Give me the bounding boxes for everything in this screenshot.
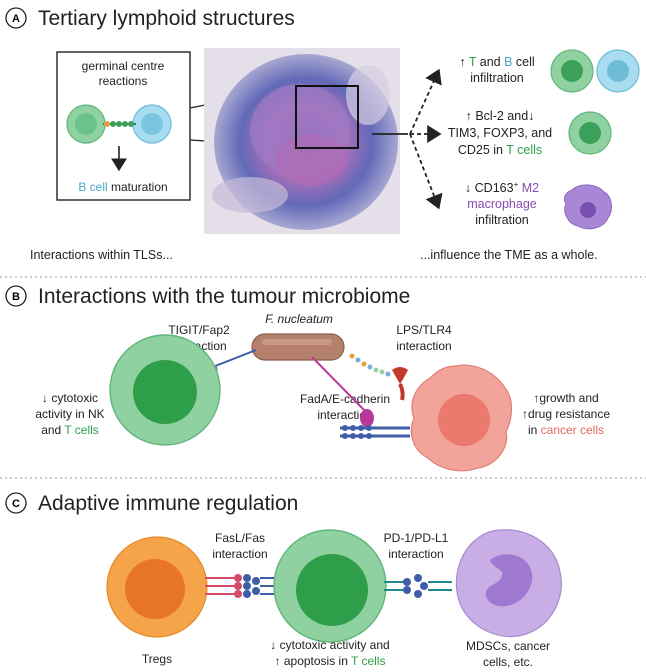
mid-effect-2: ↑ apoptosis in T cells [275, 654, 386, 668]
mdsc-nucleus-icon [485, 554, 533, 607]
panel-a-badge [5, 7, 27, 29]
panel-c-title: Adaptive immune regulation [38, 492, 298, 515]
treg-nucleus-icon [125, 559, 185, 619]
macrophage-nucleus-icon [580, 202, 596, 218]
e-cadherin-icon [340, 425, 410, 439]
effect1-line2: infiltration [470, 71, 524, 85]
effect1-line1: ↑ T and B cell [459, 55, 534, 69]
lps-chain-icon [349, 353, 391, 377]
dashed-arrow-bottom [409, 133, 443, 210]
panel-b-title: Interactions with the tumour microbiome [38, 285, 410, 308]
fasl-label-1: FasL/Fas [215, 531, 265, 545]
nk-t-cell-nucleus-icon [133, 360, 197, 424]
b-cell-nucleus-icon [141, 113, 163, 135]
panel-a: A Tertiary lymphoid structures germinal … [5, 7, 640, 262]
lps-label-2: interaction [396, 339, 451, 353]
left-effect-3: and T cells [41, 423, 99, 437]
tls-histology-image [204, 48, 400, 234]
tlr4-stem [398, 383, 405, 401]
panel-a-title: Tertiary lymphoid structures [38, 7, 295, 30]
bacterium-label: F. nucleatum [265, 312, 333, 326]
box-title-line1: germinal centre [82, 59, 165, 73]
pd1-label-1: PD-1/PD-L1 [384, 531, 449, 545]
fada-label-1: FadA/E-cadherin [300, 392, 390, 406]
b-cell-nucleus-icon-right [607, 60, 629, 82]
tlr4-receptor-icon [392, 367, 408, 384]
tigit-label-1: TIGIT/Fap2 [168, 323, 230, 337]
pdl1-ligand-icon [414, 574, 452, 598]
effect2-line1: ↑ Bcl-2 and↓ [466, 109, 535, 123]
mdsc-label-1: MDSCs, cancer [466, 639, 550, 653]
bacterium-highlight [262, 339, 332, 345]
fada-adhesin-icon [360, 409, 374, 427]
b-cell-maturation: B cell maturation [78, 180, 167, 194]
cancer-cell-nucleus-icon [438, 394, 490, 446]
panel-a-letter: A [12, 13, 20, 25]
left-effect-2: activity in NK [35, 407, 104, 421]
t-cell-nucleus-icon-right [561, 60, 583, 82]
mid-effect-1: ↓ cytotoxic activity and [270, 638, 389, 652]
mdsc-label-2: cells, etc. [483, 655, 533, 669]
panel-c-badge [5, 492, 27, 514]
right-effect-2: ↑drug resistance [522, 407, 610, 421]
left-effect-1: ↓ cytotoxic [42, 391, 98, 405]
effect3-line3: infiltration [475, 213, 529, 227]
fasl-ligand-icon [205, 574, 242, 598]
tregs-label: Tregs [142, 652, 172, 666]
right-effect-3: in cancer cells [528, 423, 604, 437]
effect3-line2: macrophage [467, 197, 537, 211]
f-nucleatum-icon [251, 333, 345, 361]
panel-b-letter: B [12, 291, 20, 303]
lps-label-1: LPS/TLR4 [396, 323, 452, 337]
right-effect-1: ↑growth and [533, 391, 598, 405]
t-cell-nucleus-icon-c [296, 554, 368, 626]
panel-c: C Adaptive immune regulation Tregs FasL/… [5, 492, 562, 669]
bottom-left-caption: Interactions within TLSs... [30, 248, 173, 262]
fada-connector [311, 356, 367, 413]
panel-c-letter: C [12, 498, 20, 510]
dashed-arrow-top [409, 68, 442, 135]
fasl-label-2: interaction [212, 547, 267, 561]
effect2-line3: CD25 in T cells [458, 143, 542, 157]
fada-label-2: interaction [317, 408, 372, 422]
zoom-box [295, 85, 359, 149]
panel-b-badge [5, 285, 27, 307]
receptor-chain-icon [103, 121, 136, 127]
t-cell-nucleus-icon [75, 113, 97, 135]
box-title-line2: reactions [99, 74, 148, 88]
effect2-line2: TIM3, FOXP3, and [448, 126, 552, 140]
panel-b: B Interactions with the tumour microbiom… [5, 285, 610, 472]
pd1-label-2: interaction [388, 547, 443, 561]
bottom-right-caption: ...influence the TME as a whole. [420, 248, 598, 262]
pd1-receptor-icon [384, 578, 411, 594]
effect3-line1: ↓ CD163+ M2 [465, 180, 539, 195]
t-cell-nucleus-icon-right-2 [579, 122, 601, 144]
